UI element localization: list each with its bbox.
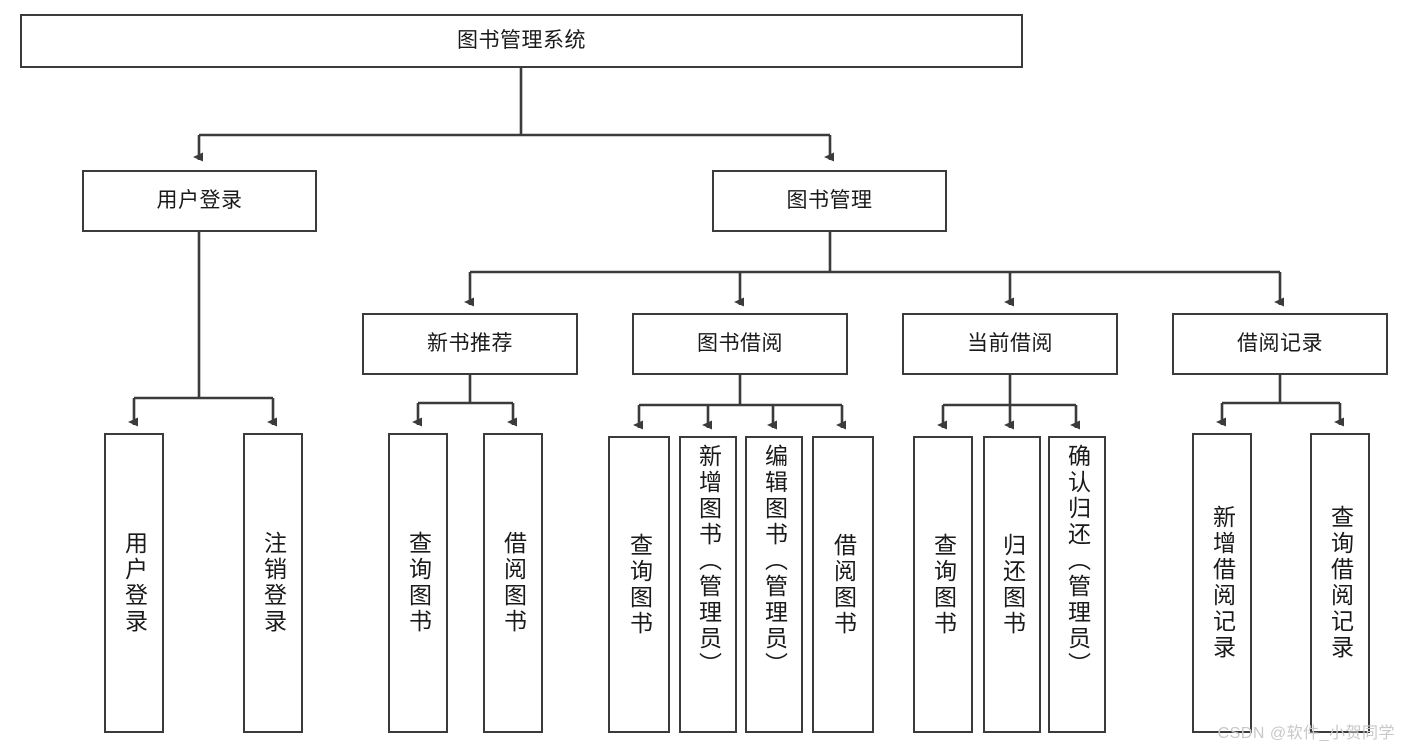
leaf-confirm-return[interactable]: 确认归还（管理员）: [1048, 436, 1106, 733]
node-borrow-records-label: 借阅记录: [1237, 331, 1323, 355]
leaf-add-record[interactable]: 新增借阅记录: [1192, 433, 1252, 733]
leaf-user-logout[interactable]: 注销登录: [243, 433, 303, 733]
node-book-borrow-label: 图书借阅: [697, 331, 783, 355]
leaf-borrow-book-2-label: 借阅图书: [830, 532, 857, 637]
leaf-query-book-2[interactable]: 查询图书: [608, 436, 670, 733]
leaf-query-record-label: 查询借阅记录: [1327, 505, 1354, 661]
node-borrow-records[interactable]: 借阅记录: [1172, 313, 1388, 375]
leaf-query-book-1[interactable]: 查询图书: [388, 433, 448, 733]
leaf-add-record-label: 新增借阅记录: [1209, 505, 1236, 661]
leaf-user-login[interactable]: 用户登录: [104, 433, 164, 733]
leaf-edit-book[interactable]: 编辑图书（管理员）: [745, 436, 803, 733]
leaf-user-login-label: 用户登录: [121, 531, 148, 635]
leaf-borrow-book-1-label: 借阅图书: [500, 531, 527, 635]
node-book-management-label: 图书管理: [786, 188, 873, 212]
node-user-login-label: 用户登录: [156, 188, 243, 212]
leaf-add-book-label: 新增图书（管理员）: [695, 444, 722, 678]
node-root-label: 图书管理系统: [457, 28, 586, 52]
node-current-borrow[interactable]: 当前借阅: [902, 313, 1118, 375]
node-new-book-recommend[interactable]: 新书推荐: [362, 313, 578, 375]
leaf-confirm-return-label: 确认归还（管理员）: [1064, 444, 1091, 678]
leaf-query-book-3[interactable]: 查询图书: [913, 436, 973, 733]
leaf-return-book[interactable]: 归还图书: [983, 436, 1041, 733]
node-new-book-recommend-label: 新书推荐: [427, 331, 513, 355]
node-user-login[interactable]: 用户登录: [82, 170, 317, 232]
leaf-borrow-book-1[interactable]: 借阅图书: [483, 433, 543, 733]
leaf-query-book-3-label: 查询图书: [930, 532, 957, 637]
node-current-borrow-label: 当前借阅: [967, 331, 1053, 355]
node-root[interactable]: 图书管理系统: [20, 14, 1023, 68]
leaf-add-book[interactable]: 新增图书（管理员）: [679, 436, 737, 733]
leaf-query-record[interactable]: 查询借阅记录: [1310, 433, 1370, 733]
leaf-borrow-book-2[interactable]: 借阅图书: [812, 436, 874, 733]
leaf-edit-book-label: 编辑图书（管理员）: [761, 444, 788, 678]
leaf-user-logout-label: 注销登录: [260, 531, 287, 635]
node-book-management[interactable]: 图书管理: [712, 170, 947, 232]
leaf-query-book-2-label: 查询图书: [626, 532, 653, 637]
csdn-watermark: CSDN @软件_小贺同学: [1217, 725, 1395, 742]
leaf-return-book-label: 归还图书: [999, 532, 1026, 637]
leaf-query-book-1-label: 查询图书: [405, 531, 432, 635]
node-book-borrow[interactable]: 图书借阅: [632, 313, 848, 375]
